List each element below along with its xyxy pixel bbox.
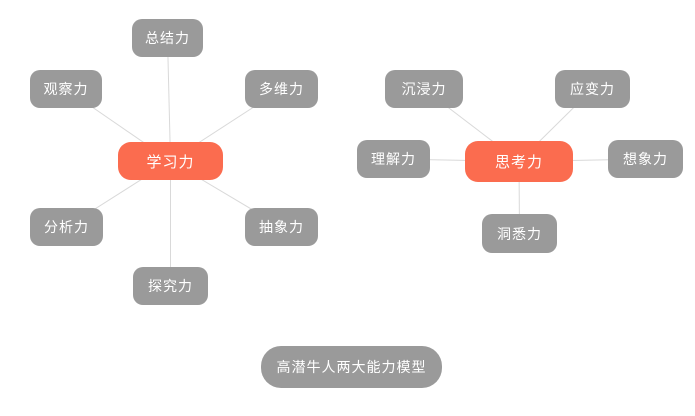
node-label: 高潜牛人两大能力模型 bbox=[276, 359, 427, 375]
branch-node-insight[interactable]: 洞悉力 bbox=[482, 214, 557, 253]
node-label: 理解力 bbox=[371, 151, 416, 167]
branch-node-observation[interactable]: 观察力 bbox=[30, 70, 102, 108]
node-label: 学习力 bbox=[146, 153, 195, 171]
branch-node-adaptability[interactable]: 应变力 bbox=[555, 70, 630, 108]
node-label: 沉浸力 bbox=[401, 81, 447, 97]
node-label: 总结力 bbox=[145, 30, 190, 46]
center-node-thinking[interactable]: 思考力 bbox=[465, 141, 573, 182]
node-label: 分析力 bbox=[44, 219, 89, 235]
branch-node-summary[interactable]: 总结力 bbox=[132, 19, 203, 57]
branch-node-abstraction[interactable]: 抽象力 bbox=[245, 208, 318, 246]
node-label: 应变力 bbox=[570, 81, 615, 97]
node-label: 探究力 bbox=[148, 278, 193, 294]
branch-node-comprehension[interactable]: 理解力 bbox=[357, 140, 430, 178]
node-label: 洞悉力 bbox=[497, 225, 542, 242]
branch-node-analysis[interactable]: 分析力 bbox=[30, 208, 103, 246]
node-label: 多维力 bbox=[259, 81, 304, 97]
branch-node-exploration[interactable]: 探究力 bbox=[133, 267, 208, 305]
center-node-learning[interactable]: 学习力 bbox=[118, 142, 223, 180]
branch-node-multidimension[interactable]: 多维力 bbox=[245, 70, 318, 108]
node-label: 抽象力 bbox=[259, 219, 304, 235]
title-node-model-title[interactable]: 高潜牛人两大能力模型 bbox=[261, 346, 442, 388]
node-label: 观察力 bbox=[43, 81, 89, 97]
branch-node-immersion[interactable]: 沉浸力 bbox=[385, 70, 463, 108]
node-label: 思考力 bbox=[494, 154, 543, 171]
edge-learning-summary bbox=[167, 37, 171, 162]
node-label: 想象力 bbox=[623, 151, 668, 167]
branch-node-imagination[interactable]: 想象力 bbox=[608, 140, 683, 178]
